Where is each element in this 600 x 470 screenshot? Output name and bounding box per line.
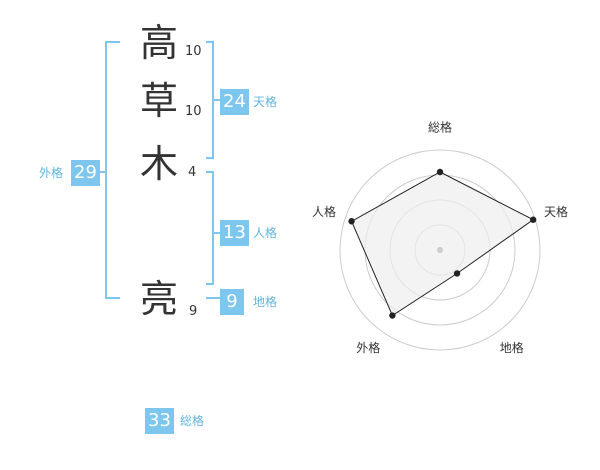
soukaku-badge: 33 bbox=[145, 408, 174, 434]
name-char-3: 木 bbox=[139, 142, 178, 186]
gaikaku-badge: 29 bbox=[71, 160, 100, 186]
radar-axis-label-2: 天格 bbox=[544, 204, 568, 219]
name-char-1: 高 bbox=[139, 21, 178, 65]
name-char-4: 亮 bbox=[139, 277, 178, 321]
radar-axis-label-5: 人格 bbox=[312, 204, 336, 219]
stroke-count-2: 10 bbox=[185, 104, 202, 119]
jinkaku-bracket bbox=[206, 171, 220, 285]
gaikaku-label: 外格 bbox=[39, 166, 64, 180]
stroke-count-3: 4 bbox=[188, 165, 197, 180]
tenkaku-label: 天格 bbox=[253, 95, 278, 109]
chikaku-badge: 9 bbox=[220, 289, 244, 315]
tenkaku-badge: 24 bbox=[220, 89, 249, 115]
chikaku-label: 地格 bbox=[253, 295, 278, 309]
soukaku-label: 総格 bbox=[180, 414, 205, 428]
radar-point-5 bbox=[348, 218, 355, 225]
radar-center-dot bbox=[437, 247, 443, 253]
radar-axis-label-1: 総格 bbox=[428, 120, 452, 135]
radar-ring-4 bbox=[339, 149, 541, 351]
radar-axis-label-4: 外格 bbox=[356, 340, 380, 355]
radar-point-4 bbox=[389, 312, 396, 319]
stroke-count-1: 10 bbox=[185, 44, 202, 59]
name-char-2: 草 bbox=[139, 79, 178, 123]
jinkaku-badge: 13 bbox=[220, 220, 249, 246]
tenkaku-bracket bbox=[206, 41, 220, 159]
jinkaku-label: 人格 bbox=[253, 226, 278, 240]
radar-polygon bbox=[350, 171, 535, 317]
radar-shape bbox=[348, 168, 537, 319]
stroke-count-4: 9 bbox=[189, 304, 198, 319]
radar-axis-label-3: 地格 bbox=[500, 340, 524, 355]
gaikaku-bracket bbox=[100, 41, 120, 299]
radar-point-3 bbox=[453, 270, 461, 277]
radar-point-1 bbox=[436, 168, 444, 176]
radar-point-2 bbox=[530, 216, 537, 223]
